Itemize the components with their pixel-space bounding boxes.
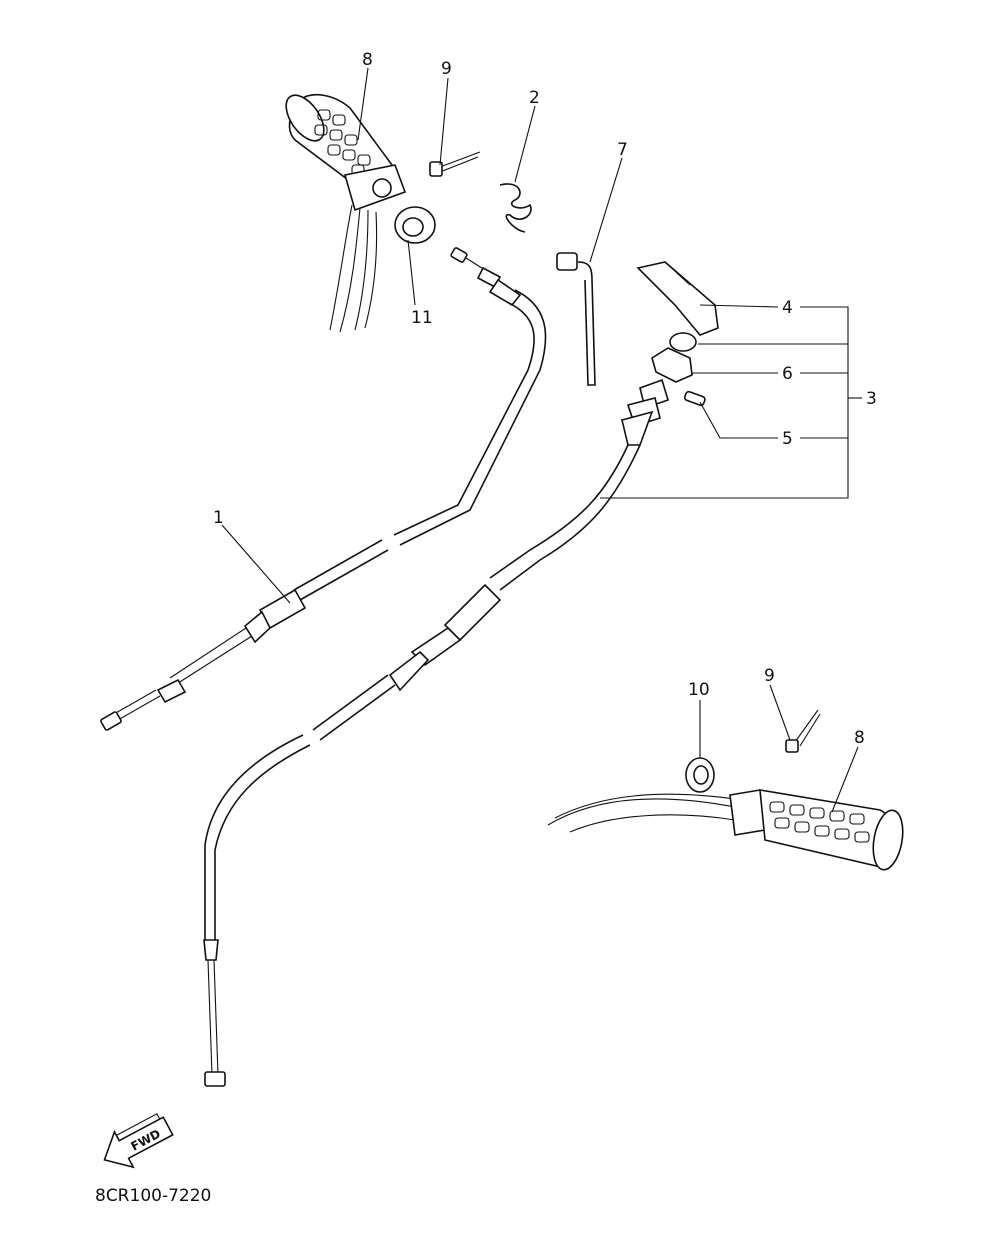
fwd-arrow-icon: FWD <box>103 1113 174 1169</box>
screw-9-bottom <box>785 709 821 753</box>
callout-5: 5 <box>782 429 793 449</box>
leader-lines <box>221 67 859 813</box>
callout-11: 11 <box>411 308 433 328</box>
callout-4: 4 <box>782 298 793 318</box>
callout-2: 2 <box>529 88 540 108</box>
callout-8-top: 8 <box>362 50 373 70</box>
clip-2 <box>499 183 532 233</box>
collar-ring-11 <box>394 206 436 244</box>
callout-3: 3 <box>866 389 877 409</box>
callout-9-bottom: 9 <box>764 666 775 686</box>
throttle-cable-3 <box>203 261 719 1087</box>
callout-1: 1 <box>213 508 224 528</box>
right-grip <box>547 789 904 871</box>
callout-7: 7 <box>617 140 628 160</box>
callout-bracket-3 <box>600 304 862 499</box>
callout-10: 10 <box>688 680 710 700</box>
callout-9-top: 9 <box>441 59 452 79</box>
screw-9-top <box>429 151 481 177</box>
callout-8-bottom: 8 <box>854 728 865 748</box>
cable-tie-7 <box>556 252 596 386</box>
left-grip <box>285 93 407 333</box>
callout-6: 6 <box>782 364 793 384</box>
collar-ring-10 <box>685 757 715 793</box>
diagram-code: 8CR100-7220 <box>95 1186 211 1206</box>
cable-1 <box>100 247 547 731</box>
